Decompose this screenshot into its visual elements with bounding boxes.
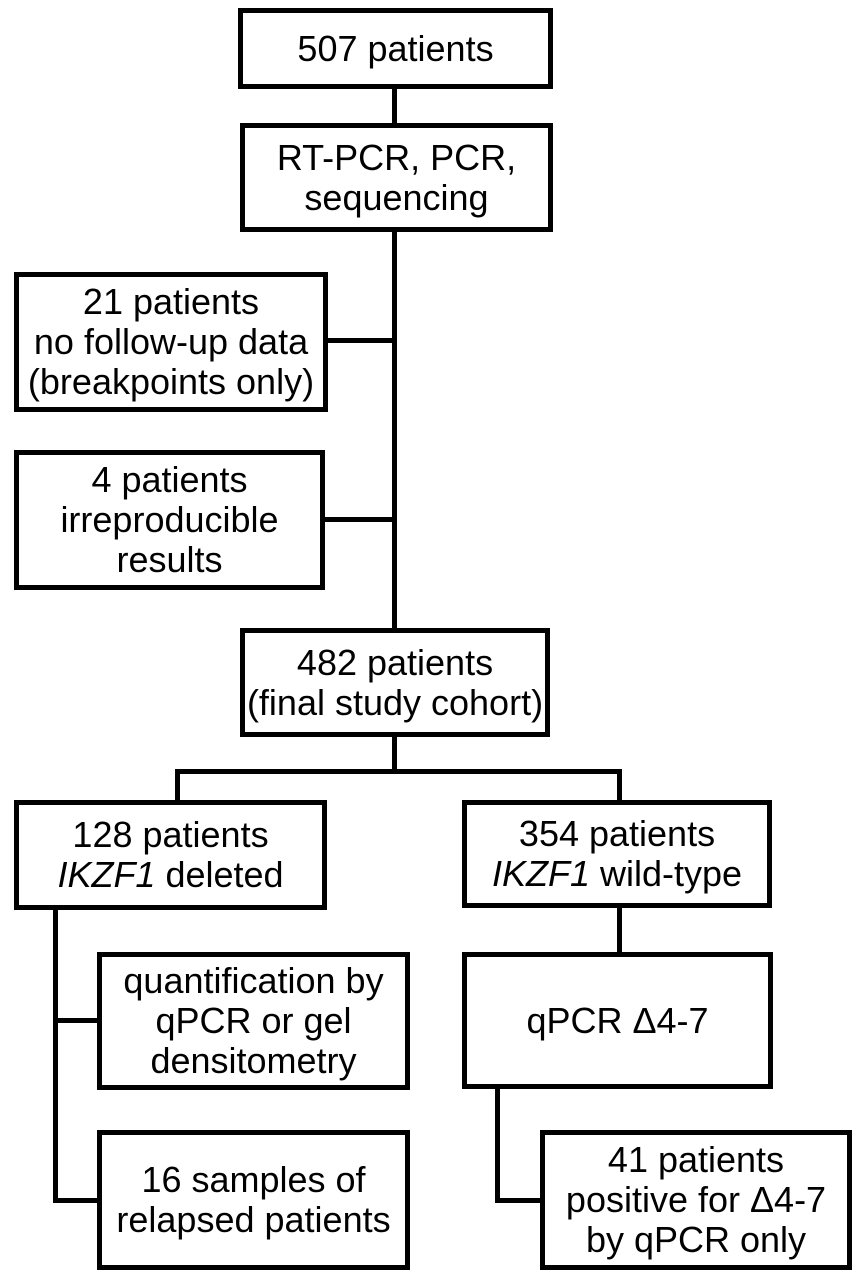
flow-box-text: relapsed patients	[116, 1199, 391, 1240]
flow-box-41-positive-delta-4-7: 41 patients positive for Δ4-7 by qPCR on…	[540, 1130, 852, 1270]
flow-box-16-relapsed-samples: 16 samples of relapsed patients	[97, 1130, 410, 1270]
gene-name-italic: IKZF1	[57, 854, 156, 895]
connector-4-to-spine	[325, 517, 395, 522]
connector-507-to-rtpcr	[392, 89, 397, 123]
flow-box-507-patients: 507 patients	[238, 8, 553, 89]
connector-to-relapsed	[53, 1198, 97, 1203]
flow-box-text: 21 patients	[82, 281, 260, 322]
connector-to-quantification	[53, 1018, 97, 1023]
flow-box-text: quantification by	[123, 960, 384, 1001]
flow-box-text: 4 patients	[91, 459, 248, 500]
flow-box-quantification: quantification by qPCR or gel densitomet…	[97, 952, 410, 1090]
connector-21-to-spine	[328, 338, 395, 343]
flow-box-text-rest: wild-type	[589, 853, 743, 894]
connector-482-down	[392, 737, 397, 774]
connector-354-to-qpcr	[617, 908, 622, 952]
flow-box-text: (final study cohort)	[246, 681, 544, 723]
connector-branch-to-128	[175, 769, 180, 800]
flow-box-text: results	[116, 539, 223, 580]
flow-box-text: 354 patients	[518, 813, 716, 854]
flow-box-text: RT-PCR, PCR,	[276, 136, 517, 178]
flow-box-text: qPCR or gel	[155, 1000, 352, 1041]
connector-main-spine	[392, 232, 397, 628]
flow-box-rt-pcr-sequencing: RT-PCR, PCR, sequencing	[240, 123, 553, 232]
flow-box-21-no-followup: 21 patients no follow-up data (breakpoin…	[14, 272, 328, 412]
flow-box-text: no follow-up data	[33, 321, 309, 362]
connector-branch-to-354	[617, 769, 622, 800]
flow-box-text: 16 samples of	[141, 1159, 366, 1200]
flow-box-text-rest: deleted	[155, 854, 284, 895]
connector-branch-bar	[175, 769, 622, 774]
flow-box-text: positive for Δ4-7	[565, 1179, 827, 1220]
flow-box-text: by qPCR only	[585, 1219, 807, 1260]
flow-box-text: 128 patients	[72, 814, 269, 855]
flow-box-text: qPCR Δ4-7	[526, 999, 709, 1041]
flow-box-482-final-cohort: 482 patients (final study cohort)	[240, 628, 550, 737]
flow-box-128-ikzf1-deleted: 128 patients IKZF1 deleted	[14, 800, 327, 910]
flow-box-text: (breakpoints only)	[27, 361, 315, 402]
flow-box-text: IKZF1 deleted	[57, 855, 283, 895]
connector-128-down-spine	[53, 910, 58, 1203]
flow-box-text: 507 patients	[297, 27, 494, 69]
connector-qpcr-down	[495, 1089, 500, 1203]
flow-box-text: sequencing	[304, 176, 489, 218]
flow-box-text: irreproducible	[60, 499, 279, 540]
connector-to-41-positive	[495, 1198, 540, 1203]
flow-box-4-irreproducible: 4 patients irreproducible results	[14, 450, 325, 590]
flow-box-354-ikzf1-wildtype: 354 patients IKZF1 wild-type	[462, 800, 772, 908]
flow-box-text: IKZF1 wild-type	[492, 854, 742, 894]
gene-name-italic: IKZF1	[491, 853, 590, 894]
flow-box-text: 41 patients	[607, 1139, 785, 1180]
flow-box-text: 482 patients	[296, 641, 494, 683]
flow-box-text: densitometry	[150, 1040, 357, 1081]
flow-box-qpcr-delta-4-7: qPCR Δ4-7	[462, 952, 773, 1089]
